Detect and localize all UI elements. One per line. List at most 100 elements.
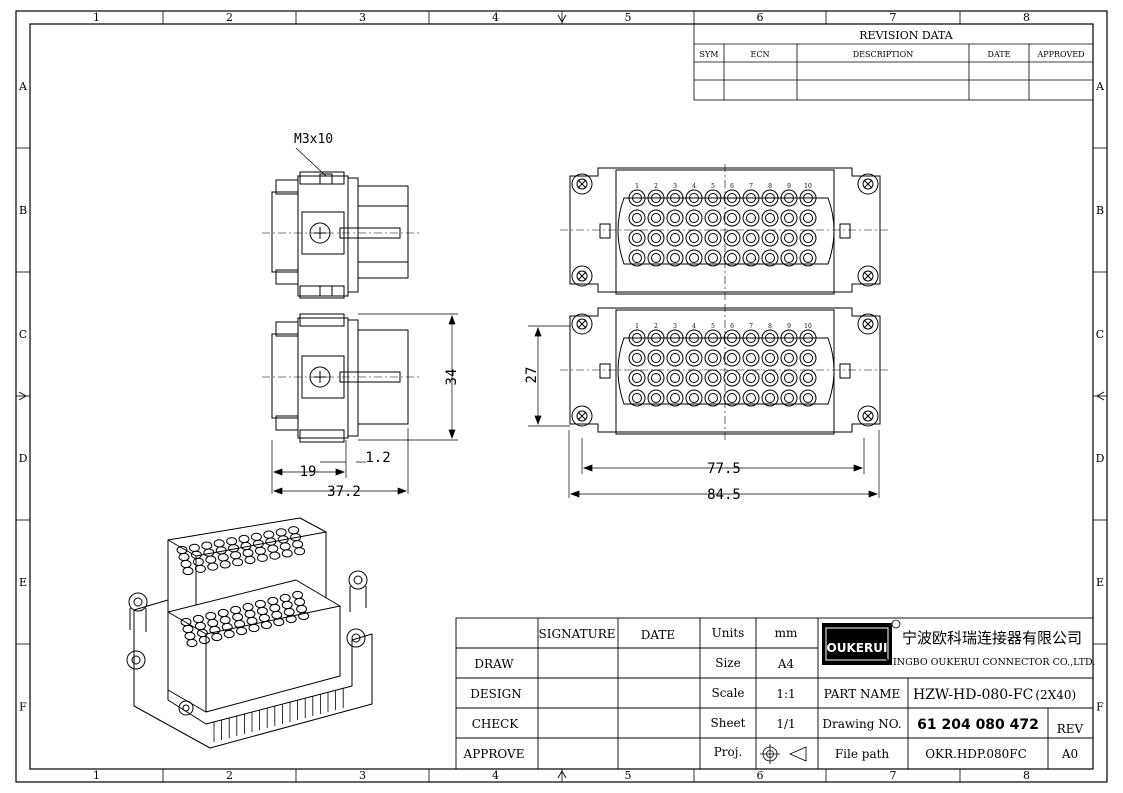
frame-col-label: 6	[757, 769, 764, 782]
iso-contact-cavity	[232, 558, 244, 567]
contact-cavity	[723, 209, 741, 227]
contact-cavity	[628, 209, 646, 227]
contact-cavity	[799, 209, 817, 227]
iso-contact-cavity	[223, 629, 235, 639]
frame-col-label: 2	[226, 11, 233, 24]
file-path-value: OKR.HDP.080FC	[925, 747, 1027, 761]
contact-cavity	[723, 229, 741, 247]
mounting-screw	[857, 313, 879, 335]
iso-contact-cavity	[198, 635, 210, 645]
frame-row-label: D	[1096, 452, 1105, 465]
frame-row-label: D	[19, 452, 28, 465]
contact-cavity	[704, 229, 722, 247]
pin-number: 5	[711, 183, 715, 190]
pin-number: 9	[787, 323, 791, 330]
contact-cavity	[628, 389, 646, 407]
frame-row-label: F	[19, 701, 27, 714]
part-name-label: PART NAME	[824, 687, 901, 701]
contact-cavity	[799, 389, 817, 407]
pin-number: 6	[730, 183, 734, 190]
contact-cavity	[761, 229, 779, 247]
contact-cavity	[628, 349, 646, 367]
contact-cavity	[761, 189, 779, 207]
contact-cavity	[685, 209, 703, 227]
frame-col-label: 1	[93, 769, 100, 782]
frame-col-label: 5	[625, 769, 632, 782]
mounting-screw	[571, 265, 593, 287]
contact-cavity	[723, 349, 741, 367]
frame-row-label: E	[1096, 576, 1104, 589]
contact-cavity	[761, 209, 779, 227]
frame-col-label: 7	[890, 769, 897, 782]
company-name-cn: 宁波欧科瑞连接器有限公司	[902, 629, 1082, 647]
drawing-no-value: 61 204 080 472	[917, 717, 1039, 733]
contact-cavity	[780, 229, 798, 247]
contact-cavity	[647, 249, 665, 267]
contact-cavity	[666, 229, 684, 247]
side-view-top	[262, 171, 420, 299]
contact-cavity	[685, 349, 703, 367]
dimension-84-5: 84.5	[707, 487, 741, 503]
dimension-19: 19	[300, 464, 317, 480]
contact-cavity	[647, 229, 665, 247]
pin-number: 10	[804, 183, 812, 190]
contact-cavity	[742, 189, 760, 207]
drawing-no-label: Drawing NO.	[822, 717, 901, 731]
iso-contact-cavity	[285, 614, 297, 624]
row-design: DESIGN	[470, 687, 521, 701]
scale-value: 1:1	[776, 687, 795, 701]
contact-cavity	[761, 329, 779, 347]
size-value: A4	[777, 657, 795, 671]
part-name-value: HZW-HD-080-FC(2X40)	[913, 687, 1076, 703]
outer-frame	[15, 10, 1108, 783]
row-draw: DRAW	[474, 657, 514, 671]
contact-cavity	[742, 389, 760, 407]
contact-cavity	[799, 189, 817, 207]
contact-cavity	[628, 189, 646, 207]
signature-header: SIGNATURE	[539, 627, 616, 641]
frame-col-label: 8	[1023, 769, 1030, 782]
frame-col-label: 2	[226, 769, 233, 782]
pin-number: 7	[749, 183, 753, 190]
contact-cavity	[628, 229, 646, 247]
contact-cavity	[723, 329, 741, 347]
iso-contact-cavity	[281, 549, 293, 558]
iso-contact-cavity	[256, 553, 268, 562]
pin-number: 2	[654, 323, 658, 330]
contact-cavity	[799, 369, 817, 387]
contact-cavity	[704, 349, 722, 367]
revision-header-description: DESCRIPTION	[853, 50, 913, 59]
iso-contact-cavity	[244, 555, 256, 565]
pin-number: 9	[787, 183, 791, 190]
contact-cavity	[742, 249, 760, 267]
contact-cavity	[761, 249, 779, 267]
proj-label: Proj.	[714, 745, 743, 759]
contact-cavity	[628, 249, 646, 267]
centering-arrow	[1096, 391, 1105, 401]
row-check: CHECK	[472, 717, 520, 731]
iso-contact-cavity	[248, 623, 260, 633]
size-label: Size	[715, 656, 740, 670]
contact-cavity	[799, 329, 817, 347]
contact-cavity	[704, 329, 722, 347]
contact-cavity	[723, 369, 741, 387]
pin-number: 1	[635, 183, 639, 190]
contact-cavity	[666, 389, 684, 407]
side-view-dimensions	[271, 313, 458, 495]
frame-row-label: A	[1095, 80, 1105, 93]
contact-cavity	[780, 209, 798, 227]
frame-col-label: 7	[890, 11, 897, 24]
iso-contact-cavity	[211, 632, 223, 642]
contact-cavity	[647, 329, 665, 347]
date-header: DATE	[641, 628, 675, 642]
contact-cavity	[704, 209, 722, 227]
contact-cavity	[780, 349, 798, 367]
front-view-dimensions	[528, 325, 880, 498]
contact-cavity	[647, 369, 665, 387]
iso-contact-cavity	[236, 626, 248, 636]
pin-number: 5	[711, 323, 715, 330]
